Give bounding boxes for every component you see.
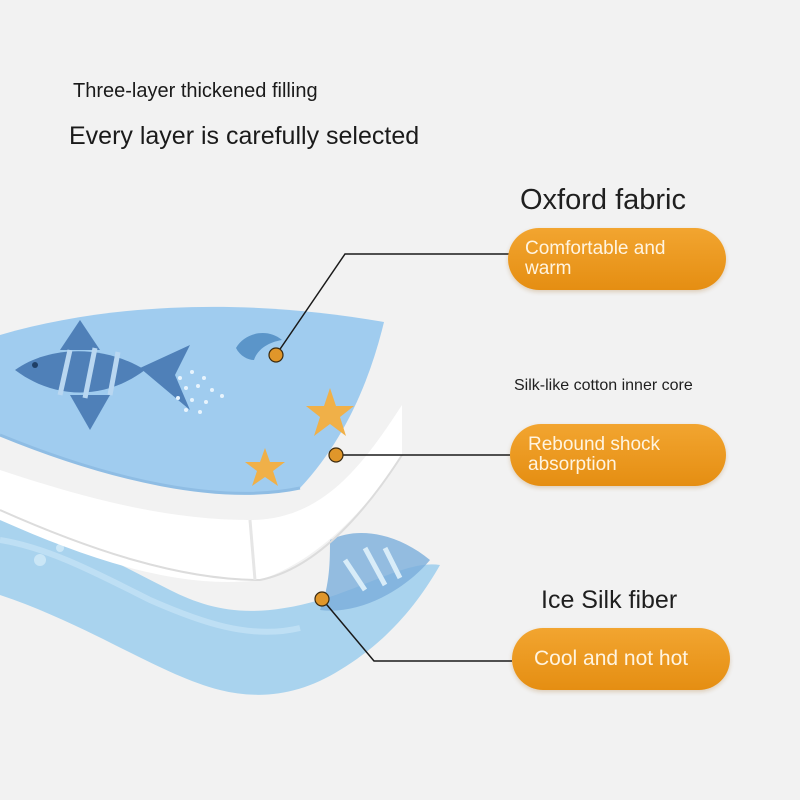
feature-label-core: Rebound shock absorption: [528, 434, 661, 475]
starfish-icon: [306, 388, 354, 436]
fish-pattern-icon: [320, 532, 430, 611]
oxford-marker-icon: [268, 347, 284, 363]
layer-title-core: Silk-like cotton inner core: [514, 377, 693, 394]
feature-label-ice-silk: Cool and not hot: [534, 647, 689, 670]
feature-label-oxford: Comfortable and warm: [525, 238, 666, 279]
leader-lines: [275, 253, 512, 662]
cotton-core-layer: [0, 405, 403, 582]
dots-pattern: [176, 370, 224, 414]
fish-icon: [15, 320, 190, 430]
layer-title-oxford: Oxford fabric: [520, 184, 686, 216]
wave-icon: [236, 333, 282, 360]
main-headline: Every layer is carefully selected: [69, 122, 420, 150]
feature-pill-core: Rebound shock absorption: [510, 424, 726, 486]
oxford-layer: [0, 306, 384, 495]
sub-headline: Three-layer thickened filling: [73, 80, 318, 102]
layer-title-ice-silk: Ice Silk fiber: [541, 586, 678, 614]
markers: [268, 347, 344, 607]
feature-pill-oxford: Comfortable and warm: [508, 228, 726, 290]
core-marker-icon: [328, 447, 344, 463]
feature-pill-ice-silk: Cool and not hot: [512, 628, 730, 690]
ice-silk-layer: [0, 520, 440, 695]
starfish-icon: [245, 448, 285, 486]
ice-silk-marker-icon: [314, 591, 330, 607]
